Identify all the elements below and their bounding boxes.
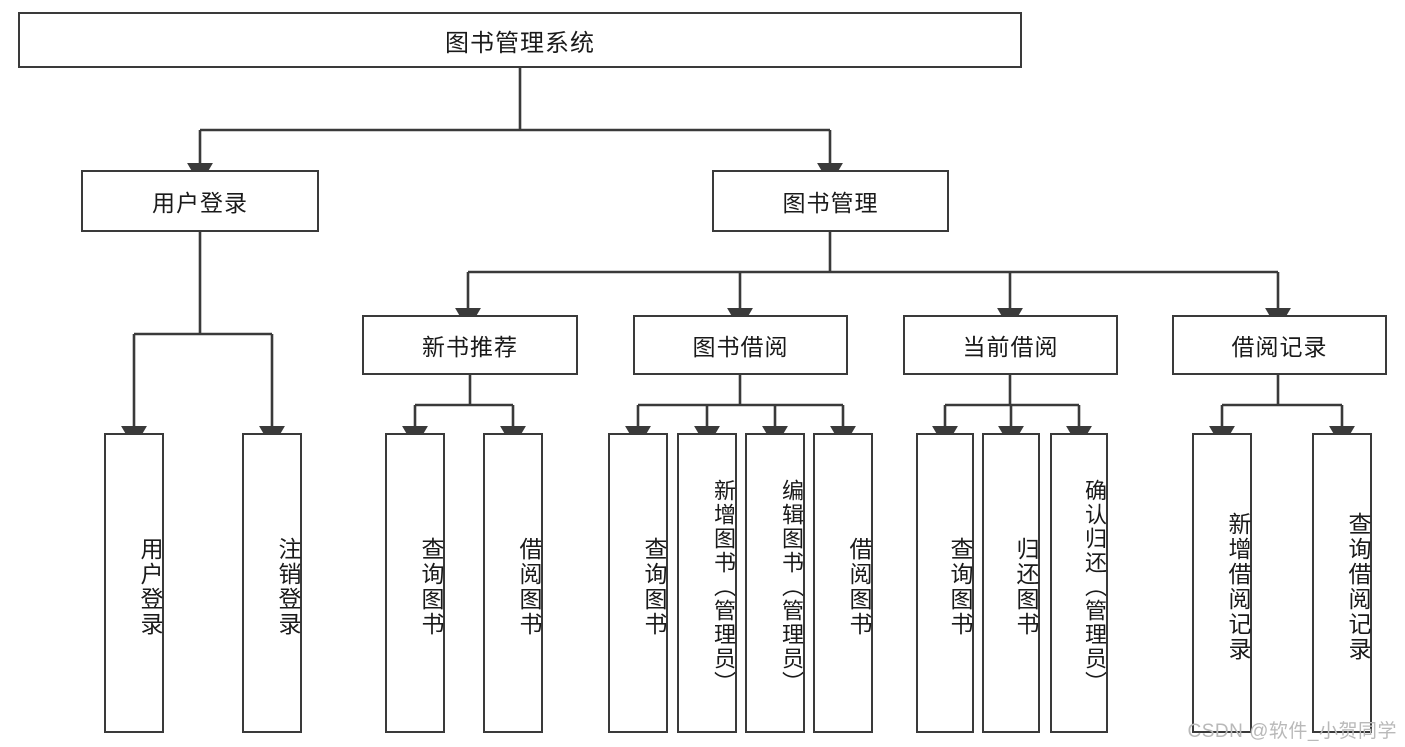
node-new-book-recommendation[interactable]: 新书推荐: [362, 315, 578, 375]
watermark-text: CSDN @软件_小贺同学: [1187, 721, 1397, 742]
leaf-add-book-admin[interactable]: 新增图书（管理员）: [677, 433, 737, 733]
leaf-borrow-book[interactable]: 借阅图书: [813, 433, 873, 733]
leaf-query-book-current[interactable]: 查询图书: [916, 433, 974, 733]
node-user-login[interactable]: 用户登录: [81, 170, 319, 232]
leaf-borrow-book-rec[interactable]: 借阅图书: [483, 433, 543, 733]
node-borrowing-record[interactable]: 借阅记录: [1172, 315, 1387, 375]
leaf-user-login[interactable]: 用户登录: [104, 433, 164, 733]
node-book-management[interactable]: 图书管理: [712, 170, 949, 232]
leaf-query-book-rec[interactable]: 查询图书: [385, 433, 445, 733]
node-book-borrowing[interactable]: 图书借阅: [633, 315, 848, 375]
node-root[interactable]: 图书管理系统: [18, 12, 1022, 68]
leaf-return-book[interactable]: 归还图书: [982, 433, 1040, 733]
leaf-query-borrow-record[interactable]: 查询借阅记录: [1312, 433, 1372, 733]
leaf-confirm-return-admin[interactable]: 确认归还（管理员）: [1050, 433, 1108, 733]
node-current-borrowing[interactable]: 当前借阅: [903, 315, 1118, 375]
leaf-query-book-borrow[interactable]: 查询图书: [608, 433, 668, 733]
leaf-add-borrow-record[interactable]: 新增借阅记录: [1192, 433, 1252, 733]
leaf-edit-book-admin[interactable]: 编辑图书（管理员）: [745, 433, 805, 733]
leaf-logout[interactable]: 注销登录: [242, 433, 302, 733]
